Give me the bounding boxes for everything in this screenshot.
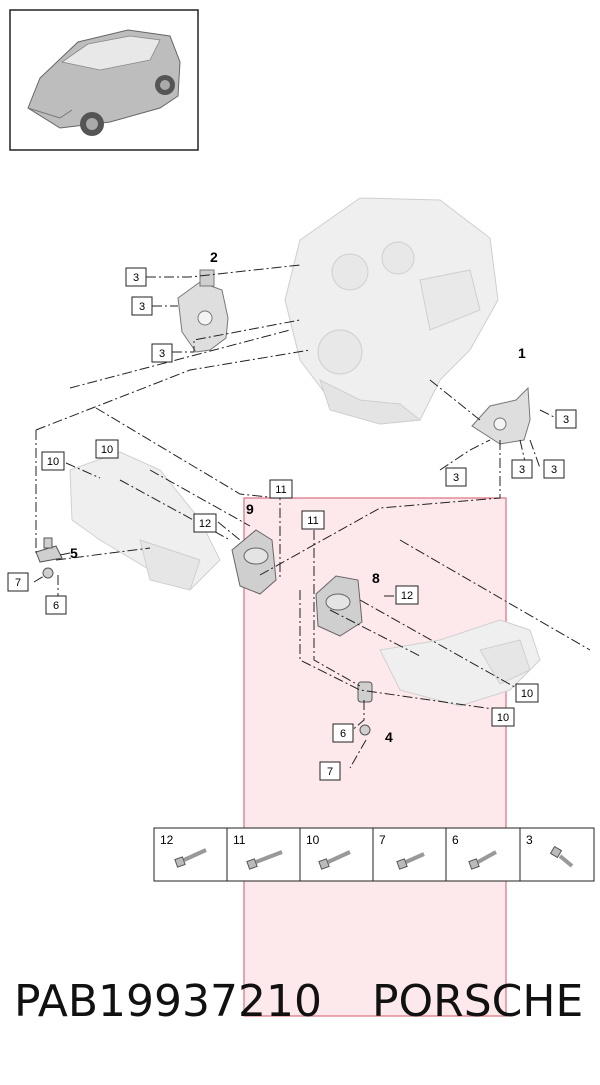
callout-label: 10 xyxy=(47,456,59,468)
legend-label-3: 3 xyxy=(526,833,533,847)
legend-label-10: 10 xyxy=(306,833,320,847)
callout-boxes: 3 3 3 3 3 3 3 10 10 10 10 11 11 12 12 7 … xyxy=(7,267,577,781)
callout-label: 3 xyxy=(159,348,165,360)
callout-label: 10 xyxy=(101,444,113,456)
callout-box-3: 3 xyxy=(511,459,533,479)
part-numbers: 2 1 9 8 5 4 xyxy=(70,249,526,745)
callout-box-7: 7 xyxy=(319,761,341,781)
fastener-legend: 12 11 10 7 6 3 xyxy=(153,827,595,882)
engine-illustration xyxy=(284,197,499,425)
subframe-left xyxy=(69,451,221,591)
legend-label-12: 12 xyxy=(160,833,174,847)
callout-box-3: 3 xyxy=(131,296,153,316)
bolt-icon-7 xyxy=(396,852,425,870)
part-5-damper xyxy=(35,537,63,579)
callout-label: 6 xyxy=(340,728,346,740)
callout-label: 3 xyxy=(133,272,139,284)
part-number-8: 8 xyxy=(372,570,380,586)
callout-label: 10 xyxy=(521,688,533,700)
subframe-right xyxy=(379,619,541,707)
part-number-5: 5 xyxy=(70,545,78,561)
legend-label-7: 7 xyxy=(379,833,386,847)
callout-label: 7 xyxy=(15,577,21,589)
part-2-bracket xyxy=(177,269,229,353)
callout-box-3: 3 xyxy=(555,409,577,429)
bolt-icon-3 xyxy=(549,845,574,868)
callout-box-10: 10 xyxy=(41,451,65,471)
part-9-engine-mount xyxy=(231,529,277,595)
callout-box-3: 3 xyxy=(125,267,147,287)
callout-box-12: 12 xyxy=(193,513,217,533)
callout-label: 7 xyxy=(327,766,333,778)
callout-box-6: 6 xyxy=(45,595,67,615)
callout-box-12: 12 xyxy=(395,585,419,605)
bolt-icon-11 xyxy=(246,850,283,870)
highlight-region xyxy=(243,497,507,1017)
callout-box-11: 11 xyxy=(269,479,293,499)
part-number-9: 9 xyxy=(246,501,254,517)
part-number-1: 1 xyxy=(518,345,526,361)
callout-box-3: 3 xyxy=(445,467,467,487)
callout-box-3: 3 xyxy=(543,459,565,479)
brand-name: PORSCHE xyxy=(372,976,584,1027)
bolt-icon-6 xyxy=(468,850,497,870)
callout-label: 11 xyxy=(307,515,318,527)
callout-box-7: 7 xyxy=(7,572,29,592)
callout-label: 11 xyxy=(275,484,286,496)
callout-label: 12 xyxy=(401,590,413,602)
leader-lines xyxy=(33,264,591,769)
part-number-4: 4 xyxy=(385,729,393,745)
vehicle-thumbnail xyxy=(9,9,199,151)
callout-label: 6 xyxy=(53,600,59,612)
bolt-icon-12 xyxy=(174,848,207,868)
callout-box-3: 3 xyxy=(151,343,173,363)
callout-box-10: 10 xyxy=(515,683,539,703)
callout-box-11: 11 xyxy=(301,510,325,530)
callout-label: 3 xyxy=(519,464,525,476)
callout-box-6: 6 xyxy=(332,723,354,743)
callout-label: 12 xyxy=(199,518,211,530)
callout-label: 3 xyxy=(563,414,569,426)
callout-label: 3 xyxy=(453,472,459,484)
callout-label: 10 xyxy=(497,712,509,724)
callout-label: 3 xyxy=(139,301,145,313)
bolt-icon-10 xyxy=(318,850,351,870)
part-code: PAB19937210 xyxy=(14,976,322,1027)
legend-label-6: 6 xyxy=(452,833,459,847)
legend-label-11: 11 xyxy=(233,833,246,847)
part-number-2: 2 xyxy=(210,249,218,265)
callout-label: 3 xyxy=(551,464,557,476)
part-1-bracket xyxy=(471,386,531,445)
callout-box-10: 10 xyxy=(491,707,515,727)
callout-box-10: 10 xyxy=(95,439,119,459)
